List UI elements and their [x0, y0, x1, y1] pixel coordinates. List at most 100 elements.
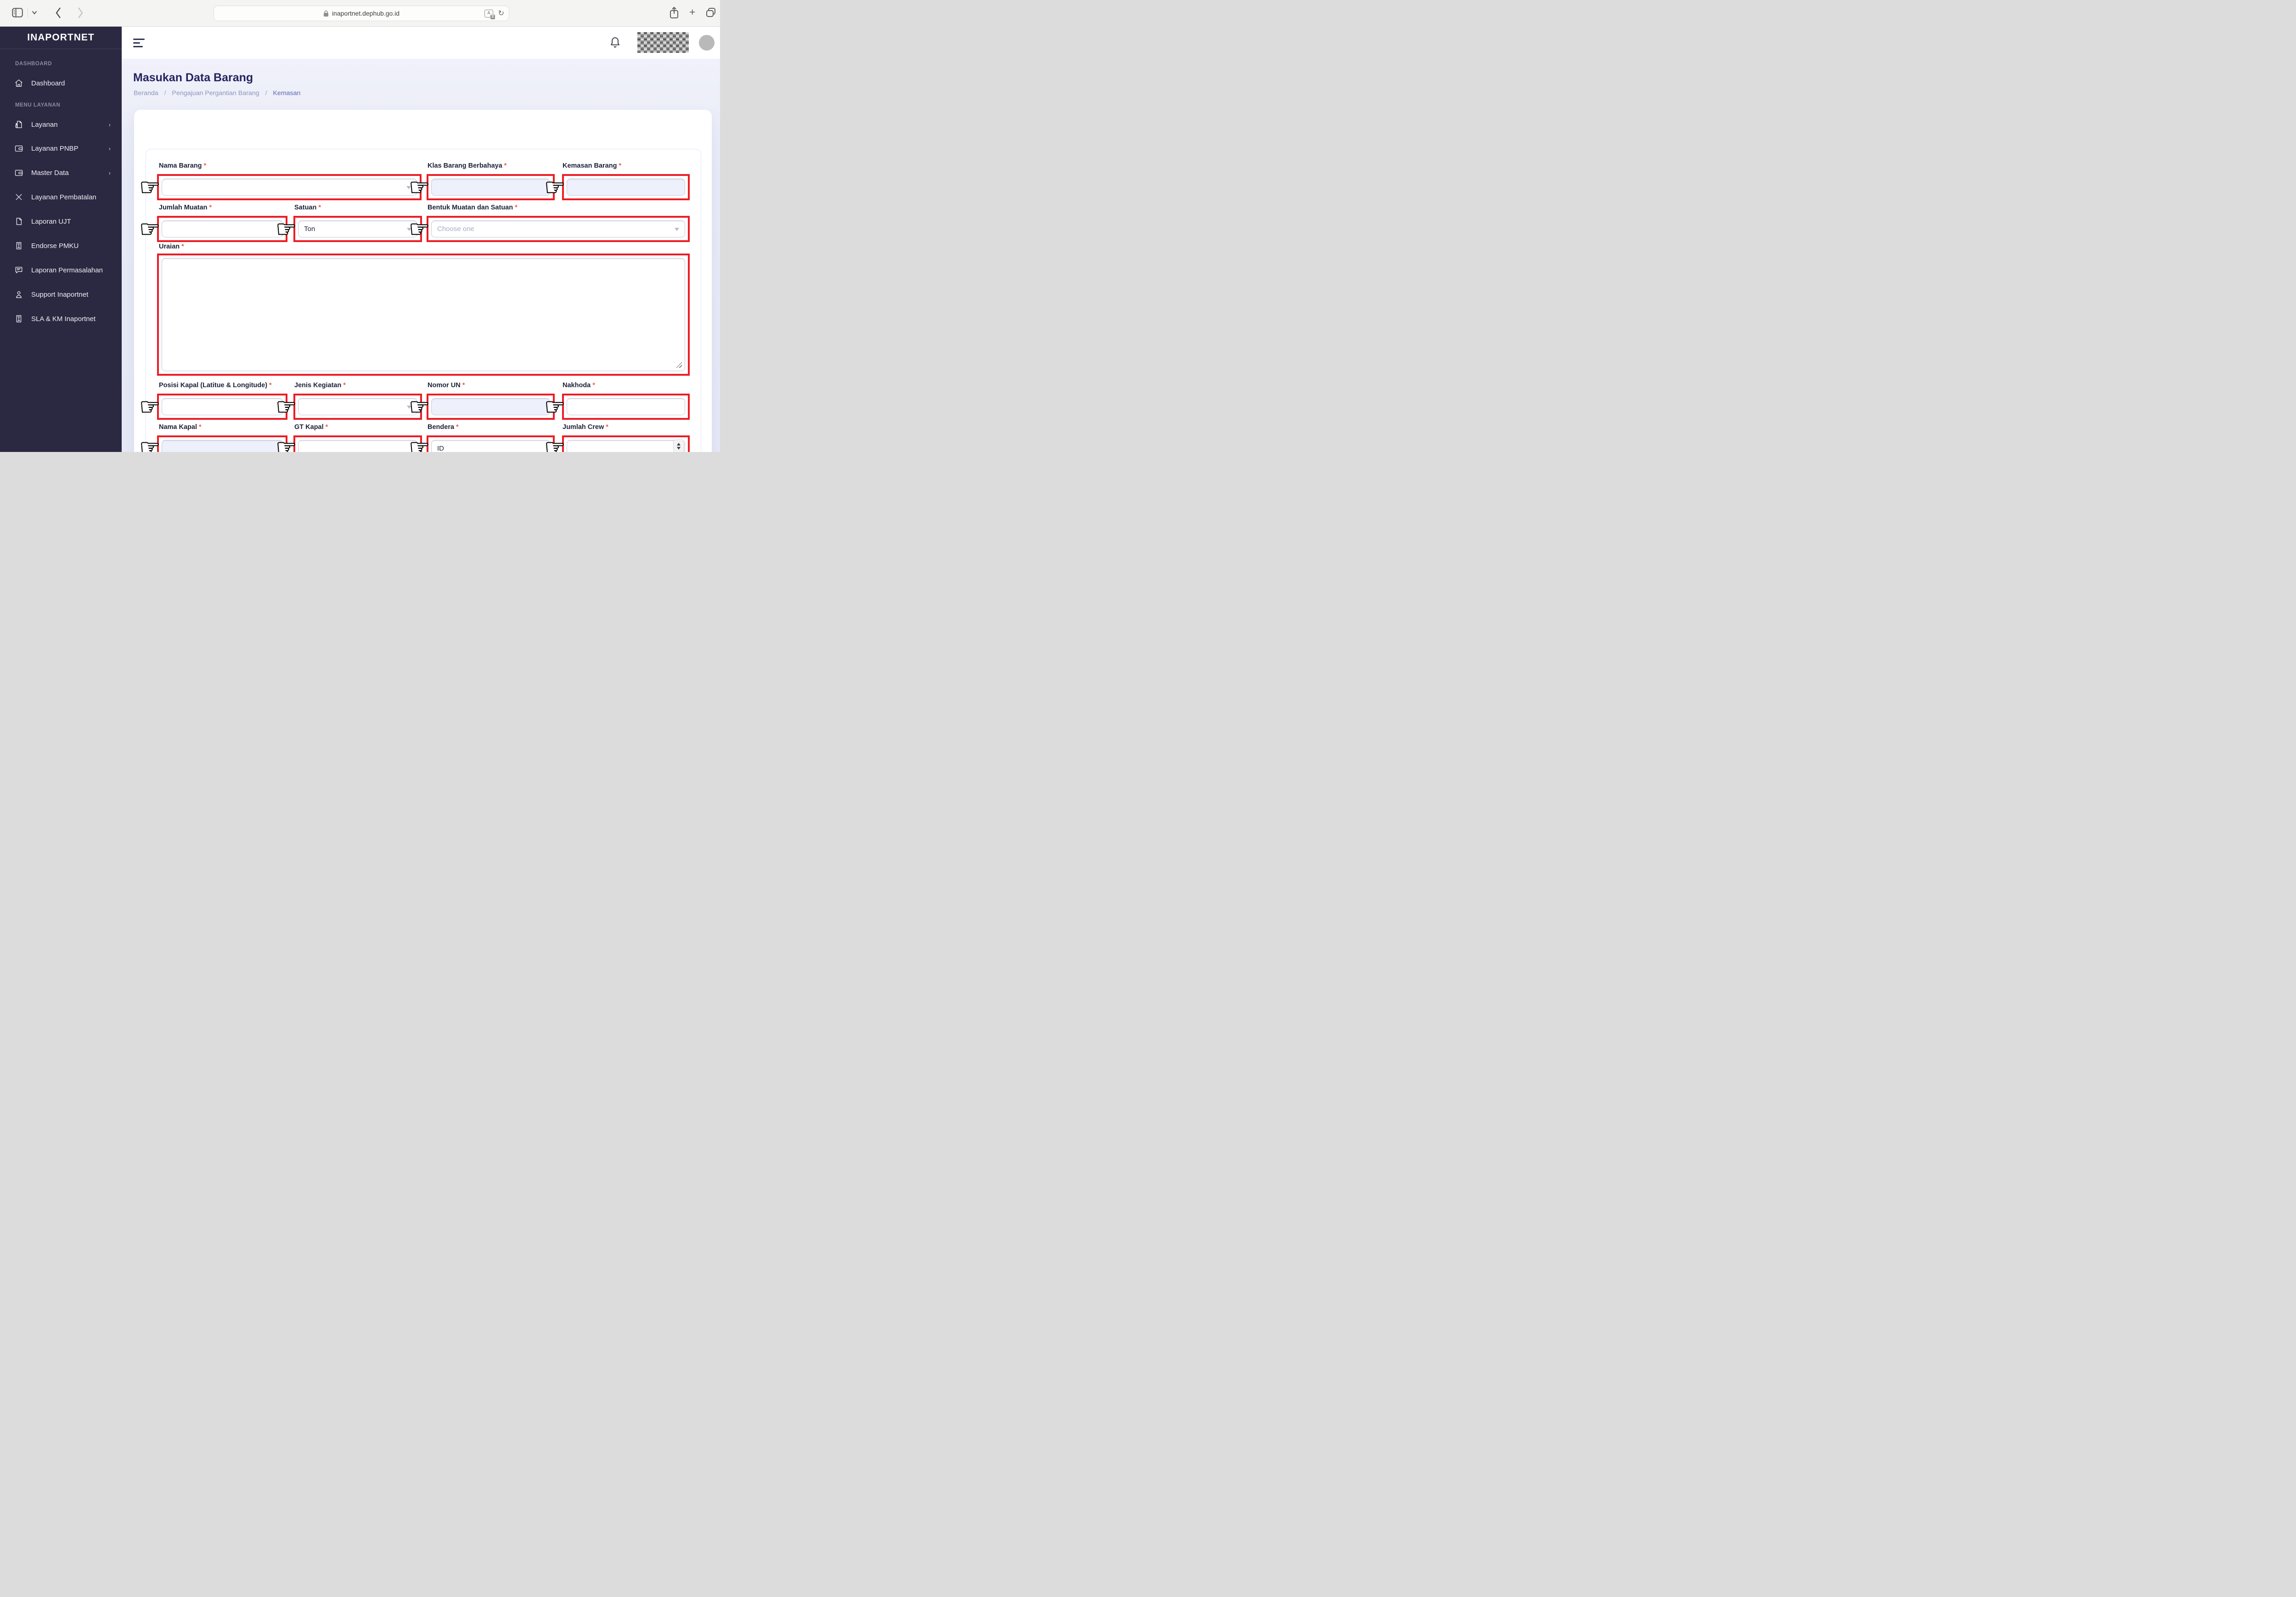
hand-cursor-icon: ☛ — [276, 394, 297, 420]
breadcrumb-separator: / — [265, 90, 267, 97]
nomor-un-input[interactable] — [431, 398, 550, 415]
bentuk-muatan-label: Bentuk Muatan dan Satuan* — [428, 204, 518, 211]
url-text: inaportnet.dephub.go.id — [332, 10, 400, 17]
satuan-label: Satuan* — [294, 204, 321, 211]
hand-cursor-icon: ☛ — [409, 216, 430, 242]
uraian-textarea[interactable] — [162, 258, 685, 371]
hand-cursor-icon: ☛ — [409, 175, 430, 200]
top-bar — [122, 26, 720, 59]
share-icon[interactable] — [670, 6, 679, 19]
chevron-right-icon: › — [108, 121, 111, 128]
censored-username — [637, 32, 689, 53]
breadcrumb-kemasan: Kemasan — [273, 90, 301, 97]
sidebar-item-support-inaportnet[interactable]: Support Inaportnet — [0, 286, 122, 303]
sidebar-item-master-data[interactable]: Master Data › — [0, 164, 122, 181]
hand-cursor-icon: ☛ — [544, 394, 566, 420]
chevron-down-icon — [406, 186, 411, 189]
klas-barang-berbahaya-input[interactable] — [431, 179, 550, 196]
gt-kapal-label: GT Kapal* — [294, 423, 328, 431]
bendera-label: Bendera* — [428, 423, 459, 431]
sidebar-item-layanan-pembatalan[interactable]: Layanan Pembatalan — [0, 188, 122, 206]
chevron-right-icon: › — [108, 145, 111, 152]
nama-kapal-input[interactable] — [162, 440, 283, 452]
posisi-kapal-input[interactable] — [162, 398, 283, 415]
sidebar: INAPORTNET DASHBOARD Dashboard MENU LAYA… — [0, 26, 122, 452]
new-tab-button[interactable]: + — [689, 6, 696, 18]
uraian-label: Uraian* — [159, 243, 184, 250]
annotation-box — [427, 174, 555, 200]
klas-barang-berbahaya-label: Klas Barang Berbahaya* — [428, 162, 507, 169]
tab-overview-icon[interactable] — [706, 7, 716, 17]
kemasan-barang-label: Kemasan Barang* — [563, 162, 622, 169]
hand-cursor-icon: ☛ — [139, 175, 161, 200]
back-button[interactable] — [55, 7, 62, 19]
bell-icon[interactable] — [609, 36, 621, 49]
annotation-box — [427, 435, 555, 452]
x-icon — [16, 194, 22, 200]
hamburger-menu-button[interactable] — [133, 39, 145, 49]
breadcrumb-separator: / — [164, 90, 166, 97]
sidebar-item-layanan[interactable]: Layanan › — [0, 116, 122, 133]
sidebar-item-laporan-permasalahan[interactable]: Laporan Permasalahan — [0, 261, 122, 279]
jumlah-muatan-label: Jumlah Muatan* — [159, 204, 212, 211]
sidebar-section-menu-layanan: MENU LAYANAN — [15, 102, 61, 108]
sidebar-item-dashboard[interactable]: Dashboard — [0, 74, 122, 92]
sidebar-toggle-icon[interactable] — [12, 8, 23, 17]
jenis-kegiatan-select[interactable] — [298, 398, 417, 415]
avatar[interactable] — [699, 35, 715, 51]
hand-cursor-icon: ☛ — [544, 435, 566, 452]
nama-barang-label: Nama Barang* — [159, 162, 207, 169]
gt-kapal-input[interactable] — [298, 440, 417, 452]
sidebar-section-dashboard: DASHBOARD — [15, 61, 52, 67]
lock-icon — [323, 10, 328, 17]
jumlah-muatan-input[interactable] — [162, 220, 283, 237]
annotation-box — [293, 435, 422, 452]
chevron-right-icon: › — [108, 169, 111, 176]
breadcrumb-pengajuan[interactable]: Pengajuan Pergantian Barang — [172, 90, 259, 97]
nakhoda-label: Nakhoda* — [563, 382, 595, 389]
wallet-icon — [15, 145, 23, 152]
sidebar-item-layanan-pnbp[interactable]: Layanan PNBP › — [0, 140, 122, 157]
bentuk-muatan-select[interactable]: Choose one — [431, 220, 685, 237]
hand-cursor-icon: ☛ — [276, 435, 297, 452]
sidebar-item-sla-km-inaportnet[interactable]: SLA & KM Inaportnet — [0, 310, 122, 327]
stepper-down-icon[interactable] — [677, 447, 681, 450]
number-stepper[interactable] — [673, 440, 684, 452]
bendera-input[interactable] — [431, 440, 550, 452]
nama-barang-select[interactable] — [162, 179, 417, 196]
page-title: Masukan Data Barang — [133, 71, 253, 84]
nomor-un-label: Nomor UN* — [428, 382, 465, 389]
satuan-select[interactable]: Ton — [298, 220, 417, 237]
annotation-box — [427, 394, 555, 420]
reload-icon[interactable]: ↻ — [498, 10, 504, 17]
forward-button[interactable] — [77, 7, 84, 19]
annotation-box: Ton — [293, 216, 422, 242]
annotation-box: Choose one — [427, 216, 690, 242]
hand-cursor-icon: ☛ — [544, 175, 566, 200]
annotation-box — [157, 254, 690, 376]
hand-cursor-icon: ☛ — [409, 435, 430, 452]
hand-cursor-icon: ☛ — [139, 216, 161, 242]
annotation-box — [157, 216, 287, 242]
kemasan-barang-input[interactable] — [567, 179, 685, 196]
sidebar-item-laporan-ujt[interactable]: Laporan UJT — [0, 213, 122, 230]
jenis-kegiatan-label: Jenis Kegiatan* — [294, 382, 346, 389]
breadcrumb-beranda[interactable]: Beranda — [134, 90, 158, 97]
breadcrumb: Beranda / Pengajuan Pergantian Barang / … — [134, 90, 300, 97]
home-icon — [15, 79, 23, 87]
annotation-box — [562, 435, 690, 452]
jumlah-crew-input[interactable] — [567, 440, 685, 452]
document-pen-icon — [15, 121, 22, 129]
annotation-box — [157, 174, 422, 200]
nakhoda-input[interactable] — [567, 398, 685, 415]
annotation-box — [293, 394, 422, 420]
sidebar-item-endorse-pmku[interactable]: Endorse PMKU — [0, 237, 122, 254]
chevron-down-icon[interactable] — [32, 11, 37, 15]
app-logo: INAPORTNET — [27, 32, 95, 43]
hand-cursor-icon: ☛ — [139, 435, 161, 452]
annotation-box — [562, 394, 690, 420]
stepper-up-icon[interactable] — [677, 443, 681, 446]
